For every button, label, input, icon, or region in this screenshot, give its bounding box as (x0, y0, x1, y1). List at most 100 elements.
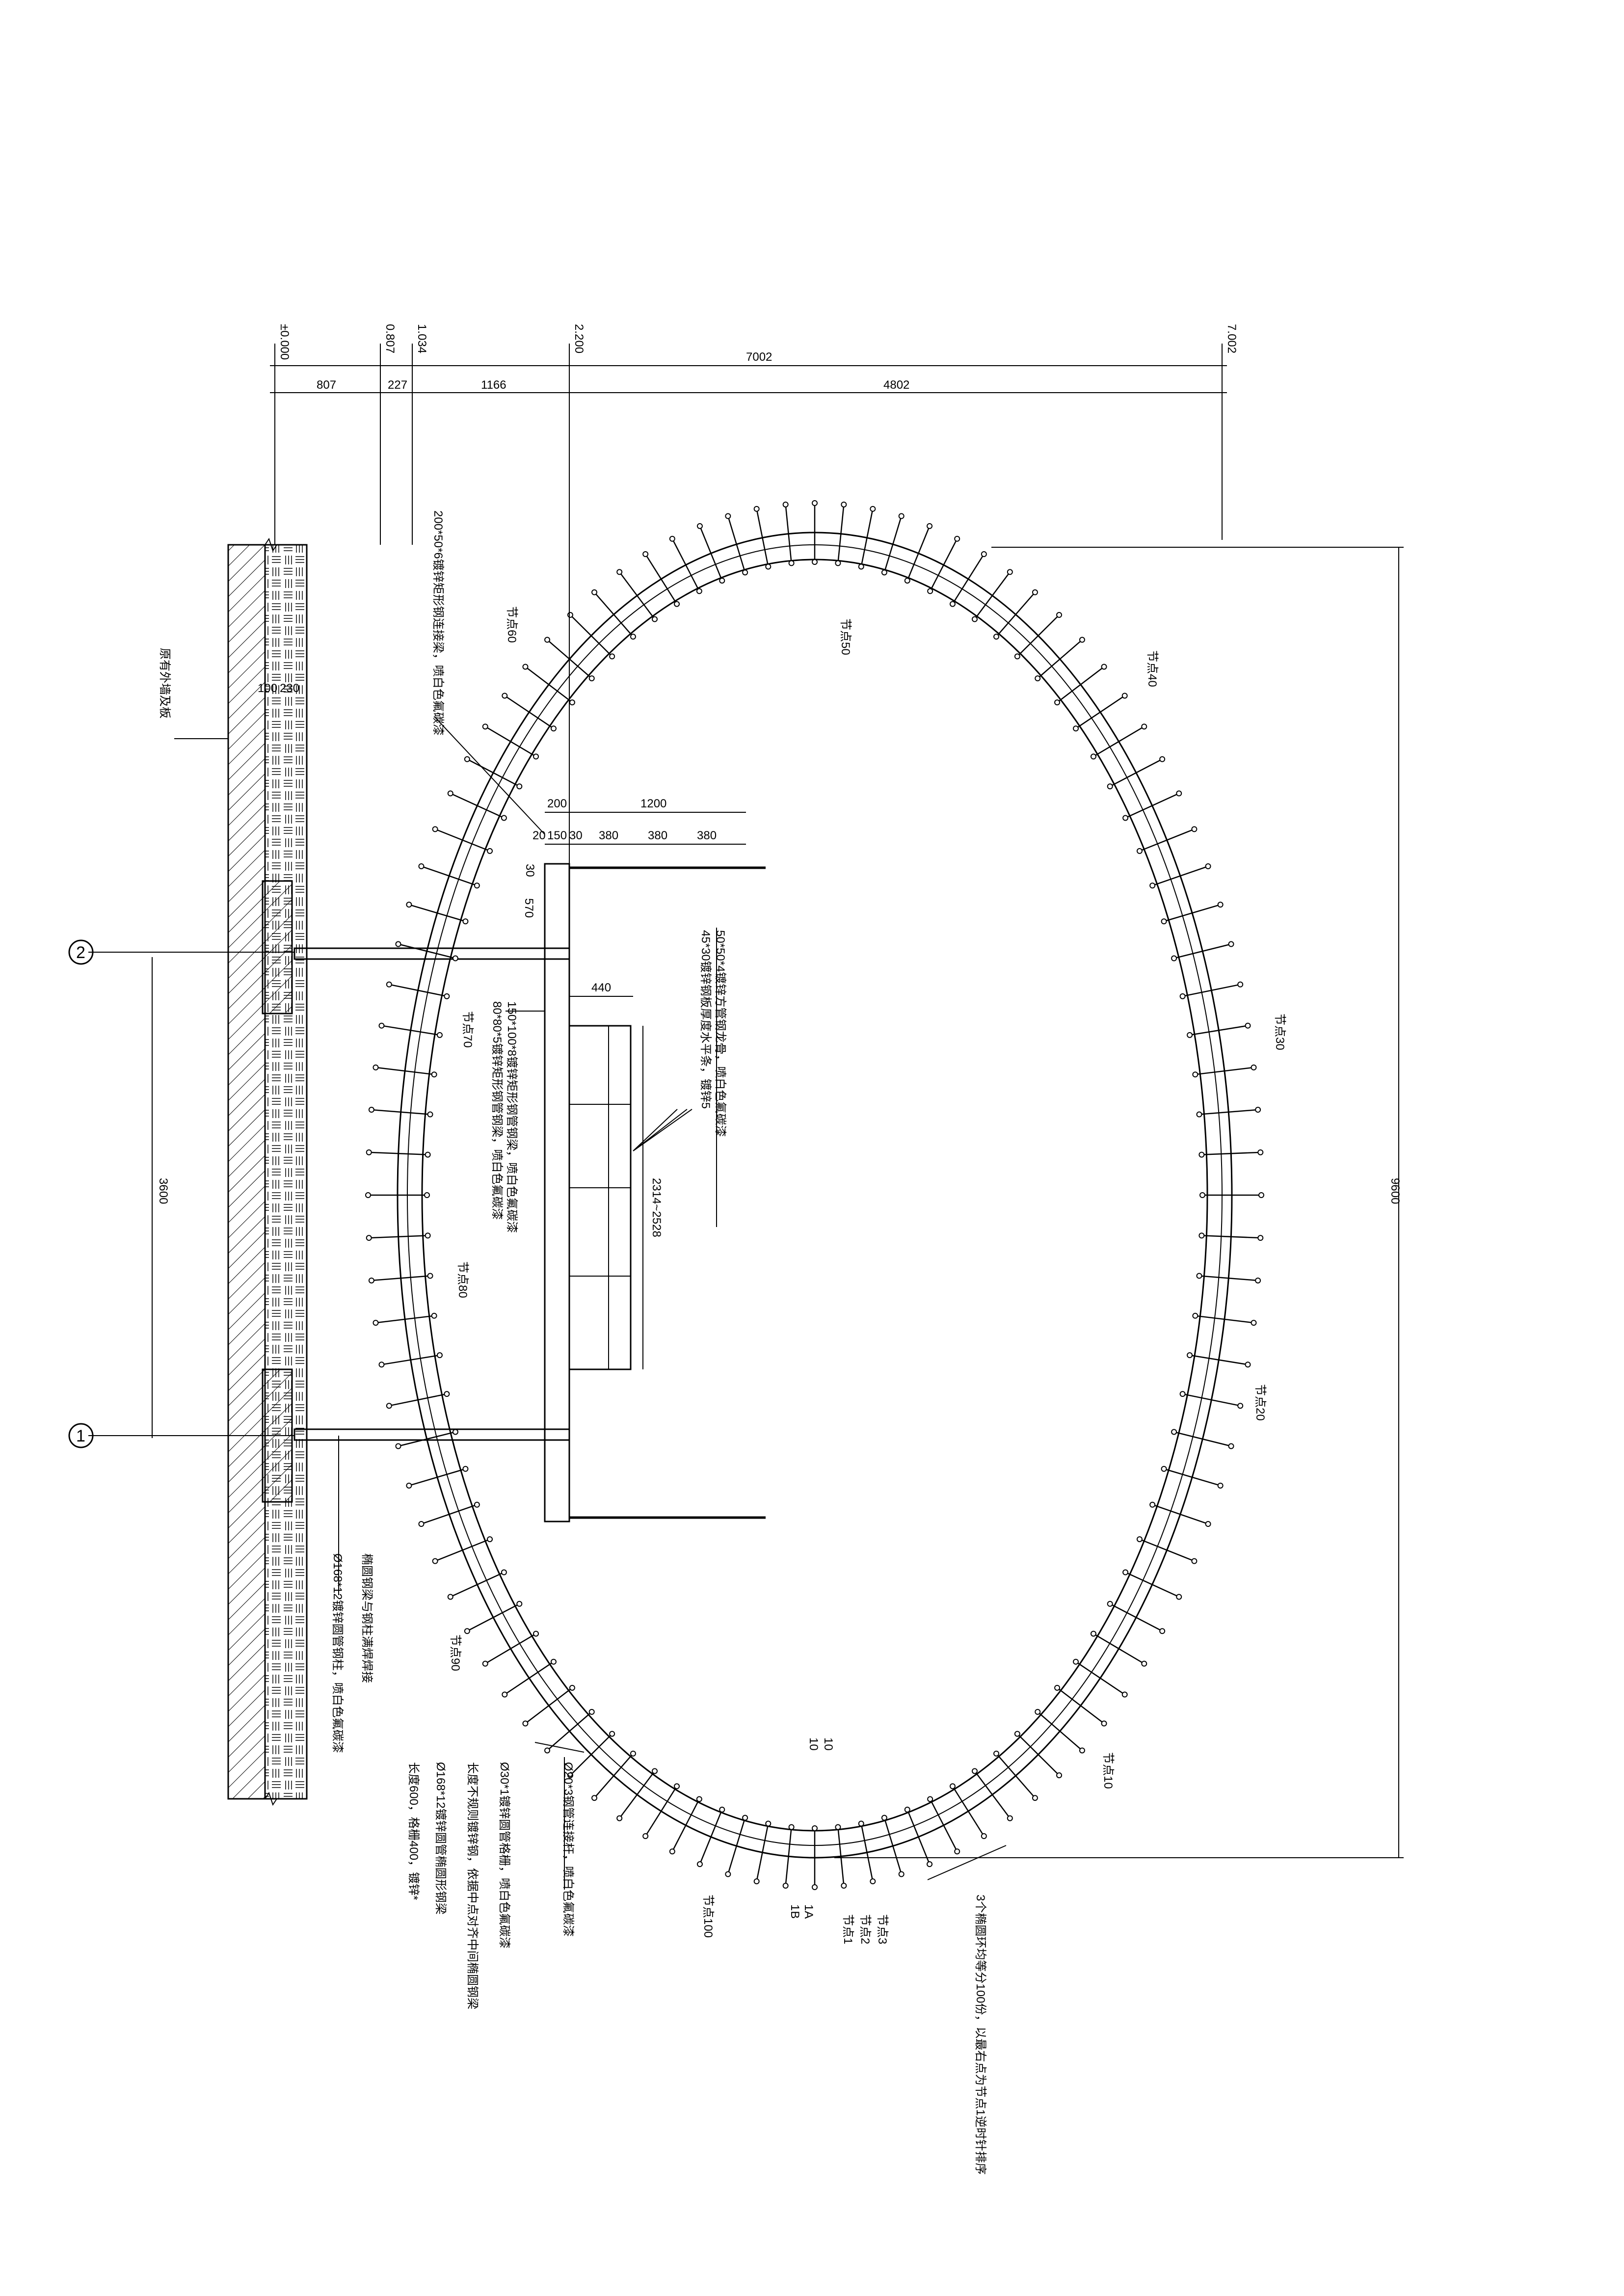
grille-bar (1093, 1633, 1145, 1664)
grille-bar-end (1121, 693, 1128, 699)
grille-bar (785, 504, 792, 563)
grille-bar-end (591, 1795, 598, 1801)
node-label: 节点40 (1145, 650, 1159, 687)
grille-bar-end (788, 560, 795, 566)
grille-bar (906, 1809, 931, 1865)
grille-bar-end (835, 1824, 841, 1830)
grille-bar-end (1228, 1443, 1234, 1449)
grille-bar-end (427, 1111, 433, 1118)
grille-bar (375, 1315, 434, 1324)
elliptical-ring (397, 532, 1233, 1859)
grille-bar-end (1257, 1149, 1264, 1155)
grille-bar-end (1007, 1815, 1013, 1821)
note-i: 长度不规则镀锌钢，依据中点对齐中间椭圆钢梁 (466, 1762, 479, 2009)
grille-bar-end (753, 506, 760, 512)
grille-bar-end (533, 1630, 539, 1637)
existing-wall (227, 537, 308, 1806)
grille-bar (671, 538, 700, 591)
grille-bar (996, 1753, 1036, 1799)
grille-bar-end (431, 1312, 437, 1319)
grille-bar-end (444, 993, 450, 999)
grille-bar-end (971, 616, 978, 622)
note-k: 长度600，格栅400，镀锌* (407, 1762, 420, 1900)
note-h: Ø30*1镀锌圆管格栅，喷白色氟碳漆 (498, 1762, 511, 1949)
grille-bar (952, 1786, 985, 1837)
axis-label: 1 (76, 1427, 85, 1445)
grille-bar-end (1198, 1232, 1205, 1239)
segment-dimension: 807 (317, 378, 336, 392)
grille-bar-end (482, 723, 488, 730)
grille-bar-end (669, 535, 675, 542)
grille-bar-end (719, 1807, 725, 1813)
grille-bar-end (1014, 1731, 1020, 1737)
grille-bar (435, 1538, 490, 1562)
grille-bar-end (386, 1403, 392, 1409)
grille-bar-end (1159, 1628, 1166, 1634)
grille-bar-end (1176, 1594, 1182, 1600)
grille-bar-end (1035, 1709, 1041, 1715)
grille-bar-end (1245, 1022, 1251, 1029)
grille-bar-end (588, 1709, 595, 1715)
axis-bubble-2: 2 (68, 939, 94, 965)
grille-bar-end (1161, 1466, 1167, 1472)
grille-bar (504, 1661, 554, 1695)
grille-bar-end (898, 513, 905, 519)
grille-bar-end (870, 1878, 876, 1885)
grille-bar-end (418, 1521, 425, 1527)
grille-bar (974, 571, 1011, 620)
node-label: 节点2 (858, 1914, 872, 1944)
grille-bar-end (365, 1192, 371, 1198)
grille-bar (883, 1817, 902, 1874)
grille-bar-end (1079, 637, 1085, 643)
grille-bar-end (522, 1720, 529, 1727)
node-label: 节点10 (1101, 1752, 1115, 1789)
grille-bar (906, 526, 931, 581)
grille-bar (974, 1770, 1011, 1819)
grille-bar (1152, 865, 1208, 886)
grille-bar-end (569, 699, 575, 706)
grille-bar-end (1090, 1630, 1096, 1637)
grille-bar-end (378, 1022, 385, 1029)
grille-bar-end (1056, 612, 1063, 618)
grille-bar (727, 1817, 746, 1874)
grille-bar-end (1054, 1684, 1061, 1691)
grille-bar-end (1217, 902, 1224, 908)
grille-bar-end (1136, 1536, 1143, 1543)
frame-part-dimension: 380 (599, 829, 618, 842)
grille-bar (381, 1025, 440, 1036)
grille-bar (594, 1753, 634, 1799)
grille-bar-end (1228, 941, 1234, 947)
grille-bar-end (395, 941, 401, 947)
dimension-texts: 7002 807 227 1166 4802 9600 3600 100 230… (157, 350, 1402, 1919)
grille-bar-end (1176, 790, 1182, 797)
grille-bar-end (464, 756, 470, 762)
grille-bar-end (591, 589, 598, 595)
grille-bar-end (406, 1482, 412, 1489)
grille-bar-end (588, 675, 595, 682)
grille-bar-end (696, 1861, 703, 1868)
grille-bar-end (630, 1750, 636, 1757)
frame-part-dimension: 380 (648, 829, 667, 842)
grille-bar-end (835, 560, 841, 566)
grille-bar-end (1159, 756, 1166, 762)
grille-bar-end (425, 1232, 431, 1239)
grille-bar-end (501, 815, 507, 821)
grille-bar-end (1191, 826, 1198, 832)
grille-bar-end (725, 513, 731, 519)
grille-bar-end (432, 826, 438, 832)
grille-bar (1201, 1151, 1261, 1155)
grille-bar-end (431, 1071, 437, 1078)
grille-bar (727, 516, 746, 573)
grille-bar (409, 1468, 466, 1487)
note-a: 200*50*6镀锌矩形钢连接梁，喷白色氟碳漆 (431, 510, 445, 736)
note-c: 50*50*4镀锌方管钢龙骨，喷白色氟碳漆 (714, 930, 727, 1137)
grille-bar (1037, 639, 1083, 679)
grille-bar-end (1107, 1601, 1113, 1607)
grille-bar-end (1251, 1064, 1257, 1070)
grille-bar (619, 571, 656, 620)
grille-bar-end (1205, 863, 1211, 870)
column-at-axis-2 (293, 947, 570, 960)
grille-bar-end (696, 523, 703, 529)
grille-bar (1057, 666, 1105, 703)
column-at-axis-1 (293, 1428, 570, 1441)
